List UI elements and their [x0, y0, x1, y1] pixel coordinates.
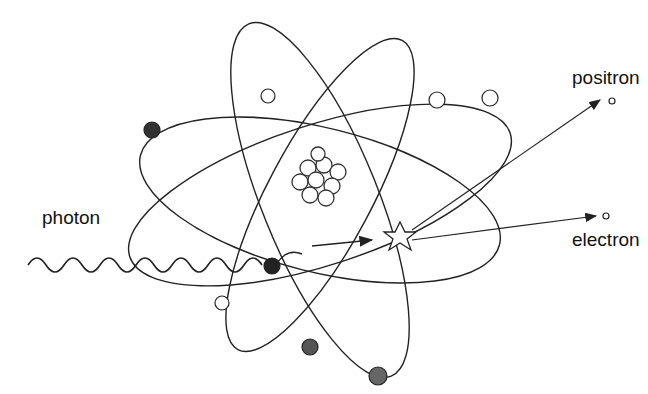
electron-dot — [603, 213, 609, 219]
nucleus — [292, 147, 346, 206]
orbit — [123, 85, 517, 314]
electron-dots — [144, 89, 498, 385]
figure-label: electron — [572, 230, 640, 249]
orbit — [195, 2, 445, 394]
positron-dot — [609, 98, 615, 104]
photon-arrow — [278, 252, 302, 262]
positron-track — [412, 100, 600, 230]
figure-label: photon — [42, 208, 100, 227]
photon-wave — [28, 258, 262, 272]
orbit — [108, 67, 532, 324]
electron-track — [412, 216, 596, 240]
figure-label: positron — [572, 68, 640, 87]
orbit — [192, 16, 448, 374]
photon-arrow — [312, 240, 372, 246]
interaction-star — [384, 222, 416, 250]
